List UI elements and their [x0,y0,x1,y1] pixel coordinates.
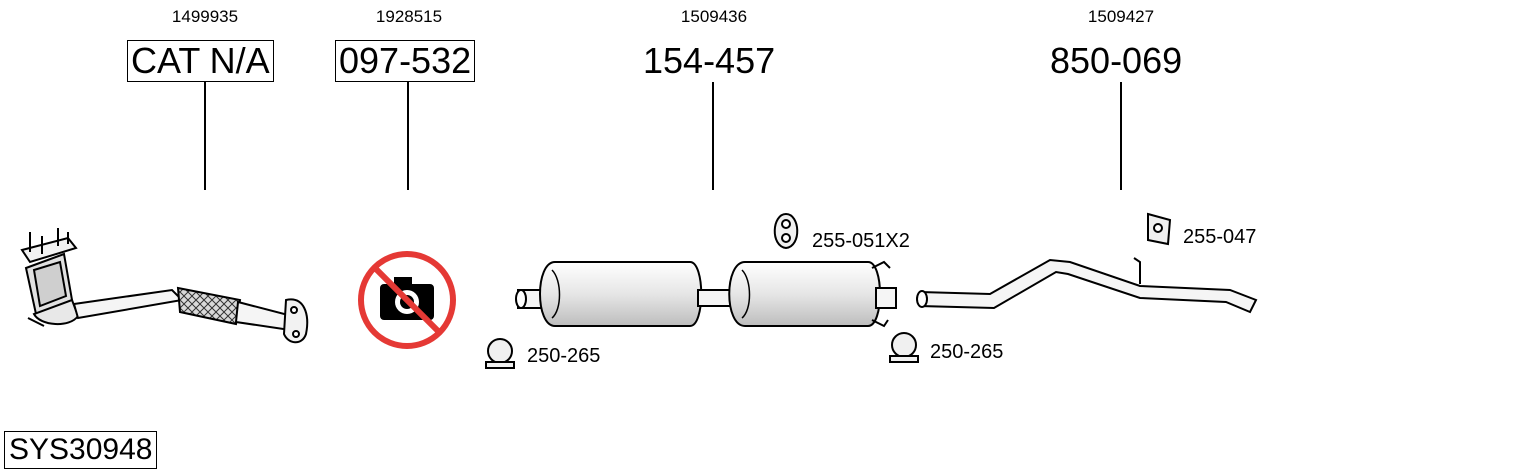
clamp-rear-label[interactable]: 250-265 [930,341,1004,363]
middle-silencer-part-drawing[interactable] [515,260,897,328]
part-code-middle-silencer[interactable]: 154-457 [643,40,776,81]
hanger-rear-label[interactable]: 255-047 [1183,226,1257,248]
tail-pipe-part-drawing[interactable] [916,257,1258,314]
leader-line-front-pipe [407,82,409,190]
catalyst-part-drawing[interactable] [20,228,309,344]
part-ref-tail-pipe: 1509427 [1087,7,1155,26]
part-code-catalyst[interactable]: CAT N/A [127,40,274,82]
clamp-front-icon [485,338,515,369]
leader-line-tail-pipe [1120,82,1122,190]
part-ref-front-pipe: 1928515 [375,7,443,26]
hanger-mid-label[interactable]: 255-051X2 [812,230,910,252]
hanger-rear-icon [1147,212,1172,246]
hanger-mid-icon [773,212,799,250]
leader-line-middle-silencer [712,82,714,190]
part-ref-middle-silencer: 1509436 [680,7,748,26]
clamp-front-label[interactable]: 250-265 [527,345,601,367]
clamp-rear-icon [889,332,919,363]
part-code-tail-pipe[interactable]: 850-069 [1050,40,1183,81]
part-ref-catalyst: 1499935 [171,7,239,26]
no-photo-icon [358,251,456,349]
leader-line-catalyst [204,82,206,190]
part-code-front-pipe[interactable]: 097-532 [335,40,476,82]
system-code: SYS30948 [4,431,158,469]
